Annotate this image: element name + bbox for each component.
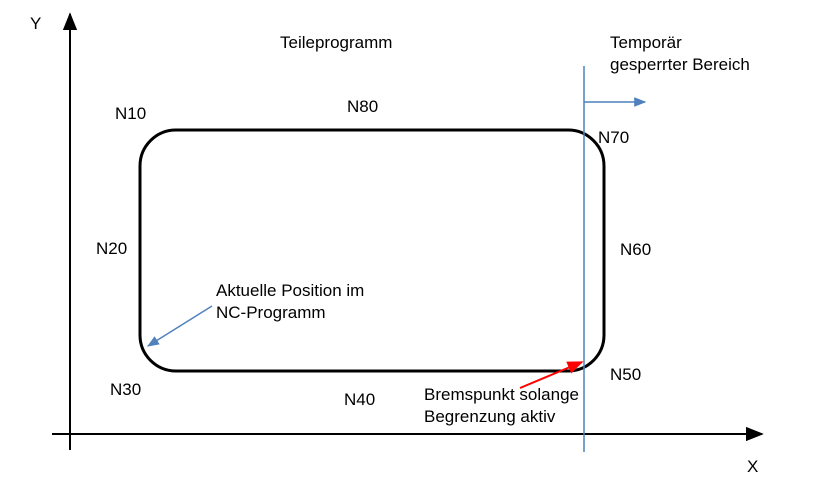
diagram-title: Teileprogramm	[280, 33, 393, 52]
block-n20: N20	[96, 239, 128, 258]
x-axis-label: X	[747, 457, 759, 476]
block-n60: N60	[620, 240, 652, 259]
brake-point-line2: Begrenzung aktiv	[424, 407, 556, 426]
y-axis-label: Y	[30, 14, 42, 33]
block-n30: N30	[110, 380, 142, 399]
brake-point-arrow	[519, 361, 584, 389]
block-n40: N40	[344, 390, 376, 409]
program-contour	[138, 128, 606, 373]
current-position-label: Aktuelle Position im NC-Programm	[216, 280, 364, 324]
block-n80: N80	[347, 97, 379, 116]
restricted-area-label: Temporär gesperrter Bereich	[610, 32, 750, 76]
block-n10: N10	[115, 104, 147, 123]
brake-point-label: Bremspunkt solange Begrenzung aktiv	[424, 384, 579, 428]
current-position-line1: Aktuelle Position im	[216, 281, 365, 300]
block-n50: N50	[610, 365, 642, 384]
brake-point-line1: Bremspunkt solange	[424, 385, 579, 404]
restricted-area-line1: Temporär	[610, 33, 682, 52]
block-n70: N70	[598, 128, 630, 147]
current-position-arrow	[146, 305, 213, 347]
restricted-area-line2: gesperrter Bereich	[610, 55, 750, 74]
current-position-line2: NC-Programm	[216, 303, 326, 322]
